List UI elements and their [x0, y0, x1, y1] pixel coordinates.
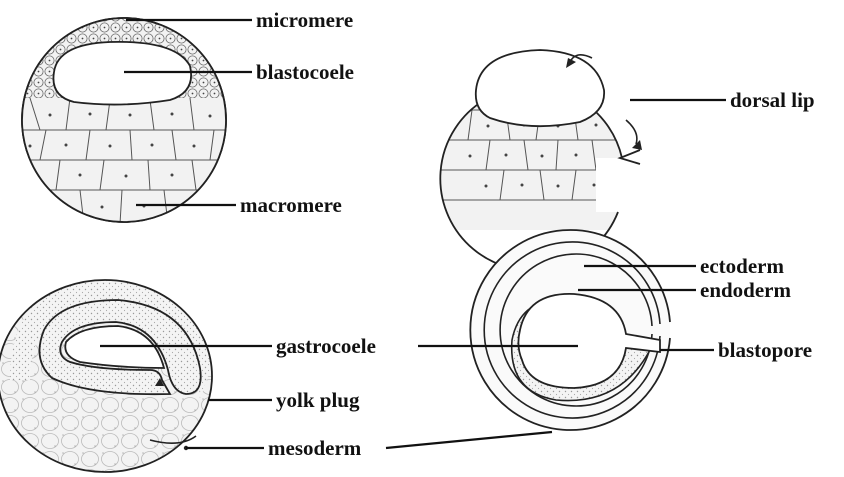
label-gastrocoele: gastrocoele: [276, 334, 376, 358]
label-blastopore: blastopore: [718, 338, 812, 362]
gastrula-yolk-plug-embryo: [0, 270, 220, 477]
label-blastocoele: blastocoele: [256, 60, 354, 84]
label-micromere: micromere: [256, 8, 353, 32]
late-gastrula-embryo: [470, 230, 670, 430]
early-gastrula-embryo: [440, 10, 642, 271]
label-ectoderm: ectoderm: [700, 254, 784, 278]
leader-mesoderm-right: [386, 432, 552, 448]
movement-arrow-right: [626, 120, 637, 144]
early-blastocoele: [476, 50, 604, 126]
label-endoderm: endoderm: [700, 278, 792, 302]
label-mesoderm: mesoderm: [268, 436, 362, 460]
label-yolk-plug: yolk plug: [276, 388, 360, 412]
blastula-embryo: [20, 15, 230, 224]
label-macromere: macromere: [240, 193, 342, 217]
blastocoele-cavity: [53, 42, 191, 105]
label-dorsal-lip: dorsal lip: [730, 88, 815, 112]
dorsal-lip-notch: [620, 150, 640, 164]
